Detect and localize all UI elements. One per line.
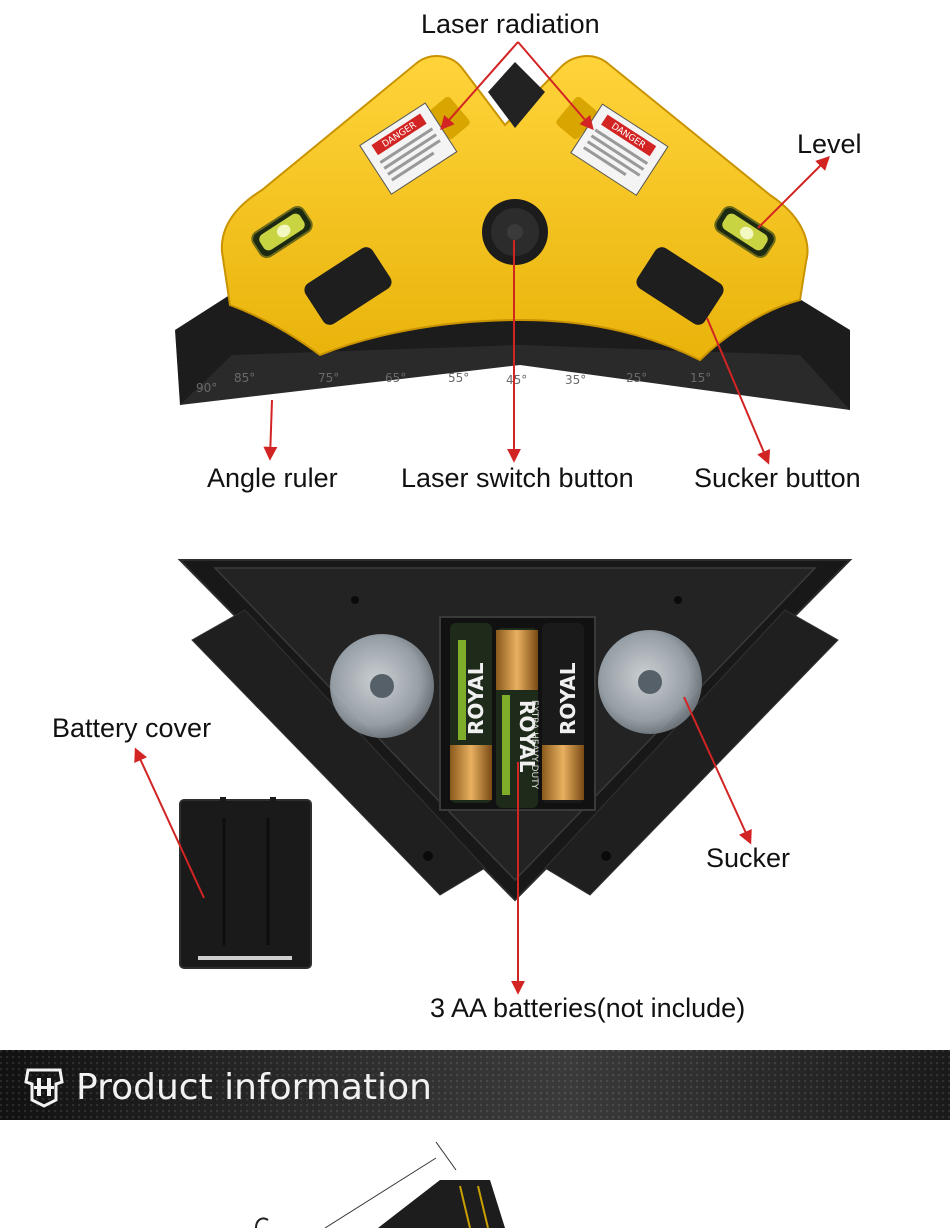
ruler-tick: 15°	[690, 371, 711, 385]
bubble-level-right	[714, 205, 776, 259]
ruler-tick: 65°	[385, 371, 406, 385]
label-laser-switch-button: Laser switch button	[401, 463, 634, 493]
ruler-tick: 35°	[565, 373, 586, 387]
battery-brand: ROYAL	[515, 700, 539, 773]
warning-sticker-right: DANGER	[570, 103, 669, 196]
sucker-right	[598, 630, 702, 734]
ruler-tick: 45°	[506, 373, 527, 387]
label-angle-ruler: Angle ruler	[207, 463, 338, 493]
sucker-button-left[interactable]	[301, 244, 394, 328]
battery-brand: ROYAL	[464, 662, 488, 735]
battery-brand: ROYAL	[556, 662, 580, 735]
label-batteries: 3 AA batteries(not include)	[430, 993, 746, 1023]
bubble-level-left	[251, 205, 313, 259]
ruler-tick: 85°	[234, 371, 255, 385]
laser-level-back: ROYAL ROYAL EXTRA HEAVY DUTY ROYAL	[177, 559, 853, 902]
label-laser-radiation: Laser radiation	[421, 9, 600, 39]
annotation-arrows	[134, 41, 830, 995]
laser-switch-button[interactable]	[482, 199, 548, 265]
robot-head-icon	[24, 1068, 64, 1108]
label-battery-cover: Battery cover	[52, 713, 212, 743]
battery-1: ROYAL	[450, 623, 492, 803]
section-banner: Product information	[0, 1050, 950, 1120]
ruler-tick: 25°	[626, 371, 647, 385]
battery-duty: EXTRA HEAVY DUTY	[529, 700, 539, 790]
label-level: Level	[797, 129, 862, 159]
sucker-button-right[interactable]	[633, 244, 726, 328]
label-sucker: Sucker	[706, 843, 791, 873]
laser-level-front: 90° 85° 75° 65° 55° 45° 35° 25° 15° DANG…	[175, 55, 850, 410]
ruler-tick: 75°	[318, 371, 339, 385]
battery-cover	[179, 797, 312, 969]
product-info-image-preview	[255, 1141, 505, 1228]
warning-sticker-left: DANGER	[359, 102, 458, 195]
sucker-left	[330, 634, 434, 738]
ruler-tick: 55°	[448, 371, 469, 385]
battery-2: ROYAL EXTRA HEAVY DUTY	[496, 628, 539, 808]
section-title: Product information	[76, 1067, 432, 1108]
battery-3: ROYAL	[542, 623, 584, 803]
angle-ruler-ticks: 90° 85° 75° 65° 55° 45° 35° 25° 15°	[196, 371, 711, 395]
label-sucker-button: Sucker button	[694, 463, 861, 493]
ruler-tick: 90°	[196, 381, 217, 395]
